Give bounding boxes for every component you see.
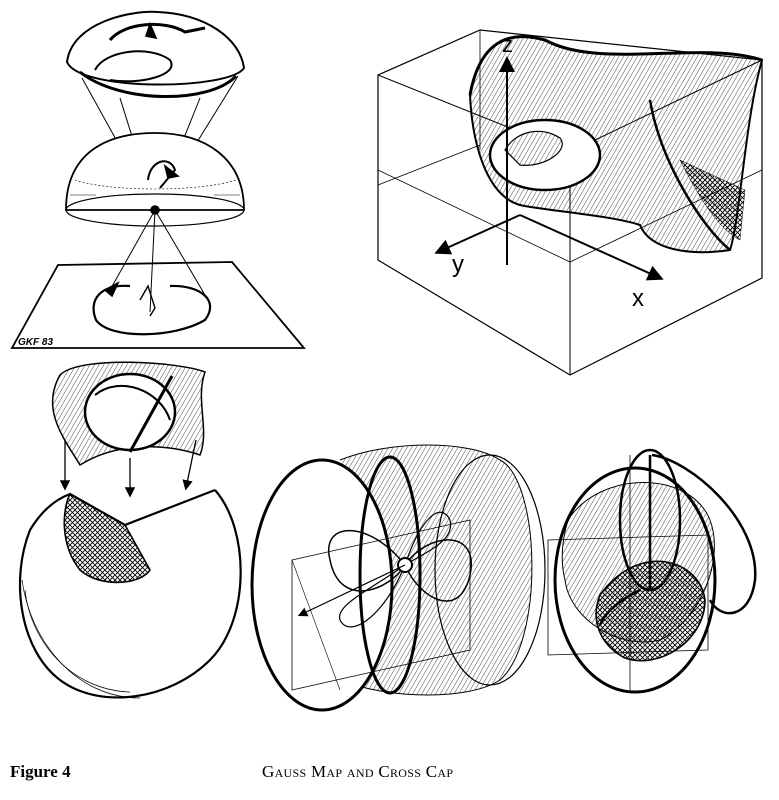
x-axis bbox=[519, 214, 664, 281]
x-axis-label: x bbox=[632, 285, 644, 312]
figure-title: Gauss Map and Cross Cap bbox=[262, 762, 454, 781]
gauss-image-panel bbox=[18, 361, 242, 699]
hatched-cap bbox=[595, 560, 706, 662]
gauss-sphere bbox=[18, 488, 242, 699]
cylinder-panel bbox=[250, 444, 546, 712]
top-dome bbox=[65, 10, 246, 86]
hatched-region bbox=[63, 492, 151, 584]
cross-cap-box-panel bbox=[377, 29, 764, 376]
signature: GKF 83 bbox=[18, 337, 53, 348]
cross-cap-sphere-panel bbox=[547, 448, 757, 694]
y-axis bbox=[434, 214, 521, 255]
y-axis-label: y bbox=[452, 251, 464, 278]
gauss-map-panel bbox=[10, 10, 306, 349]
figure-illustration: GKF 83 z y x bbox=[10, 10, 764, 712]
projection-plane bbox=[10, 261, 306, 349]
hemisphere bbox=[65, 132, 245, 211]
figure-label: Figure 4 bbox=[10, 762, 71, 781]
z-axis-label: z bbox=[502, 32, 513, 57]
